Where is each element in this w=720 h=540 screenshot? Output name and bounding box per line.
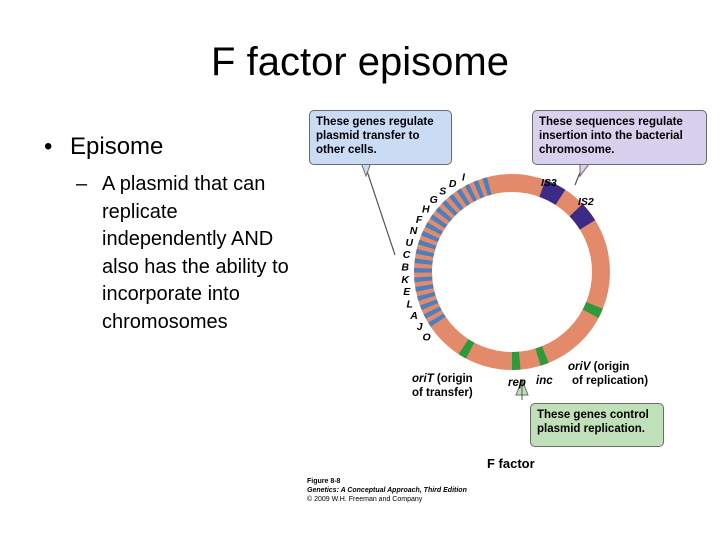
transfer-gene-stripe bbox=[435, 206, 453, 222]
transfer-gene-letter: N bbox=[410, 225, 418, 237]
oriv-label-line2: of replication) bbox=[572, 375, 648, 387]
transfer-gene-stripe bbox=[425, 222, 444, 235]
transfer-gene-stripe bbox=[473, 180, 485, 199]
transfer-gene-stripe bbox=[456, 188, 471, 207]
insertion-callout: These sequences regulate insertion into … bbox=[532, 110, 707, 165]
is3-label: IS3 bbox=[541, 177, 557, 189]
transfer-gene-letter: S bbox=[439, 185, 446, 197]
rep-label: rep bbox=[508, 377, 526, 389]
orit-label-line2: of transfer) bbox=[412, 387, 473, 399]
replication-callout: These genes control plasmid replication. bbox=[530, 403, 664, 447]
transfer-gene-letter: A bbox=[409, 310, 418, 322]
transfer-gene-stripe bbox=[415, 284, 434, 292]
transfer-pointer bbox=[364, 164, 396, 256]
transfer-gene-letter: L bbox=[406, 298, 412, 310]
slide-title: F factor episome bbox=[211, 40, 509, 84]
transfer-gene-letter: K bbox=[401, 274, 410, 286]
transfer-gene-letter: D bbox=[449, 178, 457, 190]
caption-book-title: Genetics: A Conceptual Approach, Third E… bbox=[307, 487, 467, 494]
inc-label: inc bbox=[536, 375, 553, 387]
transfer-gene-stripe bbox=[419, 299, 439, 310]
transfer-gene-stripe bbox=[429, 214, 448, 229]
transfer-gene-stripe bbox=[482, 177, 492, 196]
caption-figure-number: Figure 8-8 bbox=[307, 478, 341, 485]
bullet-list: • Episome – A plasmid that can replicate… bbox=[44, 133, 304, 336]
sub-bullet-item: – A plasmid that can replicate independe… bbox=[76, 171, 304, 336]
is2-segment bbox=[569, 203, 596, 230]
caption-copyright: © 2009 W.H. Freeman and Company bbox=[307, 496, 423, 503]
orit-label: oriT (origin bbox=[412, 373, 473, 385]
bullet-dot-icon: • bbox=[44, 133, 53, 160]
transfer-gene-stripe bbox=[464, 183, 477, 202]
transfer-gene-letter: G bbox=[430, 194, 438, 206]
transfer-gene-letter: C bbox=[403, 249, 411, 261]
transfer-gene-stripe bbox=[423, 306, 442, 319]
transfer-gene-letter: I bbox=[462, 172, 466, 184]
transfer-gene-letter: B bbox=[401, 261, 409, 273]
transfer-gene-letter: F bbox=[416, 214, 423, 226]
inc-segment bbox=[535, 346, 549, 366]
orit-segment bbox=[458, 339, 475, 359]
transfer-gene-stripe bbox=[417, 291, 436, 301]
figure-caption: Figure 8-8 Genetics: A Conceptual Approa… bbox=[307, 477, 467, 504]
transfer-gene-letter: J bbox=[417, 321, 424, 333]
transfer-gene-letter: U bbox=[406, 237, 414, 249]
transfer-gene-stripe bbox=[428, 313, 446, 327]
transfer-gene-letter: E bbox=[403, 286, 411, 298]
figure-name: F factor bbox=[487, 456, 535, 471]
dash-icon: – bbox=[76, 173, 88, 195]
oriv-segment bbox=[582, 301, 603, 319]
transfer-gene-letter: H bbox=[422, 204, 430, 216]
transfer-gene-stripe bbox=[449, 193, 464, 211]
bullet-item: • Episome bbox=[44, 133, 304, 161]
bullet-episome: Episome bbox=[70, 133, 164, 160]
transfer-gene-stripe bbox=[417, 239, 437, 250]
is2-label: IS2 bbox=[578, 196, 594, 208]
transfer-gene-stripe bbox=[441, 200, 458, 217]
transfer-gene-stripe bbox=[415, 248, 435, 258]
oriv-label: oriV (origin bbox=[568, 361, 629, 373]
transfer-gene-letter: O bbox=[422, 331, 430, 343]
transfer-gene-stripe bbox=[421, 230, 440, 243]
ring-segments bbox=[414, 177, 603, 370]
transfer-callout: These genes regulate plasmid transfer to… bbox=[309, 110, 452, 165]
sub-bullet-definition: A plasmid that can replicate independent… bbox=[102, 173, 289, 333]
is3-segment bbox=[539, 179, 566, 206]
